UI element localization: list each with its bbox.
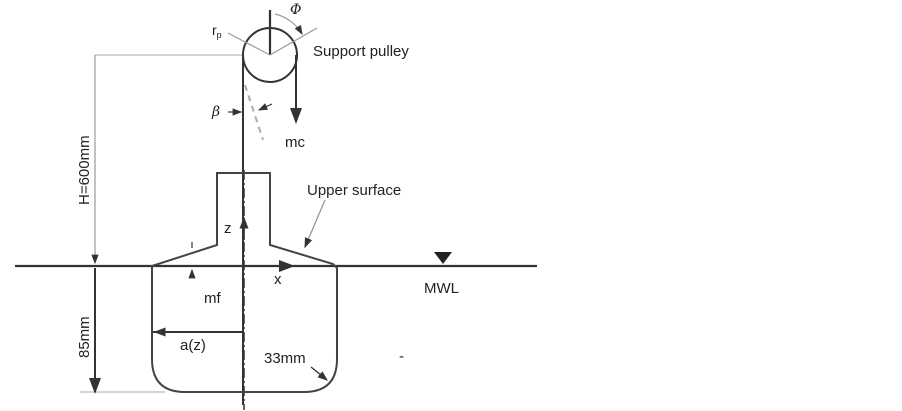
dash-mark: -: [399, 348, 404, 365]
z-axis-label: z: [224, 220, 232, 237]
rp-label: rp: [212, 22, 222, 40]
radius-label: 33mm: [264, 350, 306, 367]
support-pulley-label: Support pulley: [313, 43, 409, 60]
depth-label: 85mm: [76, 316, 93, 358]
floating-body-outline: [151, 172, 338, 393]
mwl-label: MWL: [424, 280, 459, 297]
height-label: H=600mm: [76, 135, 93, 205]
mc-label: mc: [285, 134, 305, 151]
phi-label: Φ: [290, 2, 301, 18]
az-label: a(z): [180, 337, 206, 354]
mf-label: mf: [204, 290, 221, 307]
mwl-triangle-icon: [434, 252, 452, 264]
beta-label: β: [211, 104, 220, 120]
upper-surface-label: Upper surface: [307, 182, 401, 199]
x-axis-label: x: [274, 271, 282, 288]
